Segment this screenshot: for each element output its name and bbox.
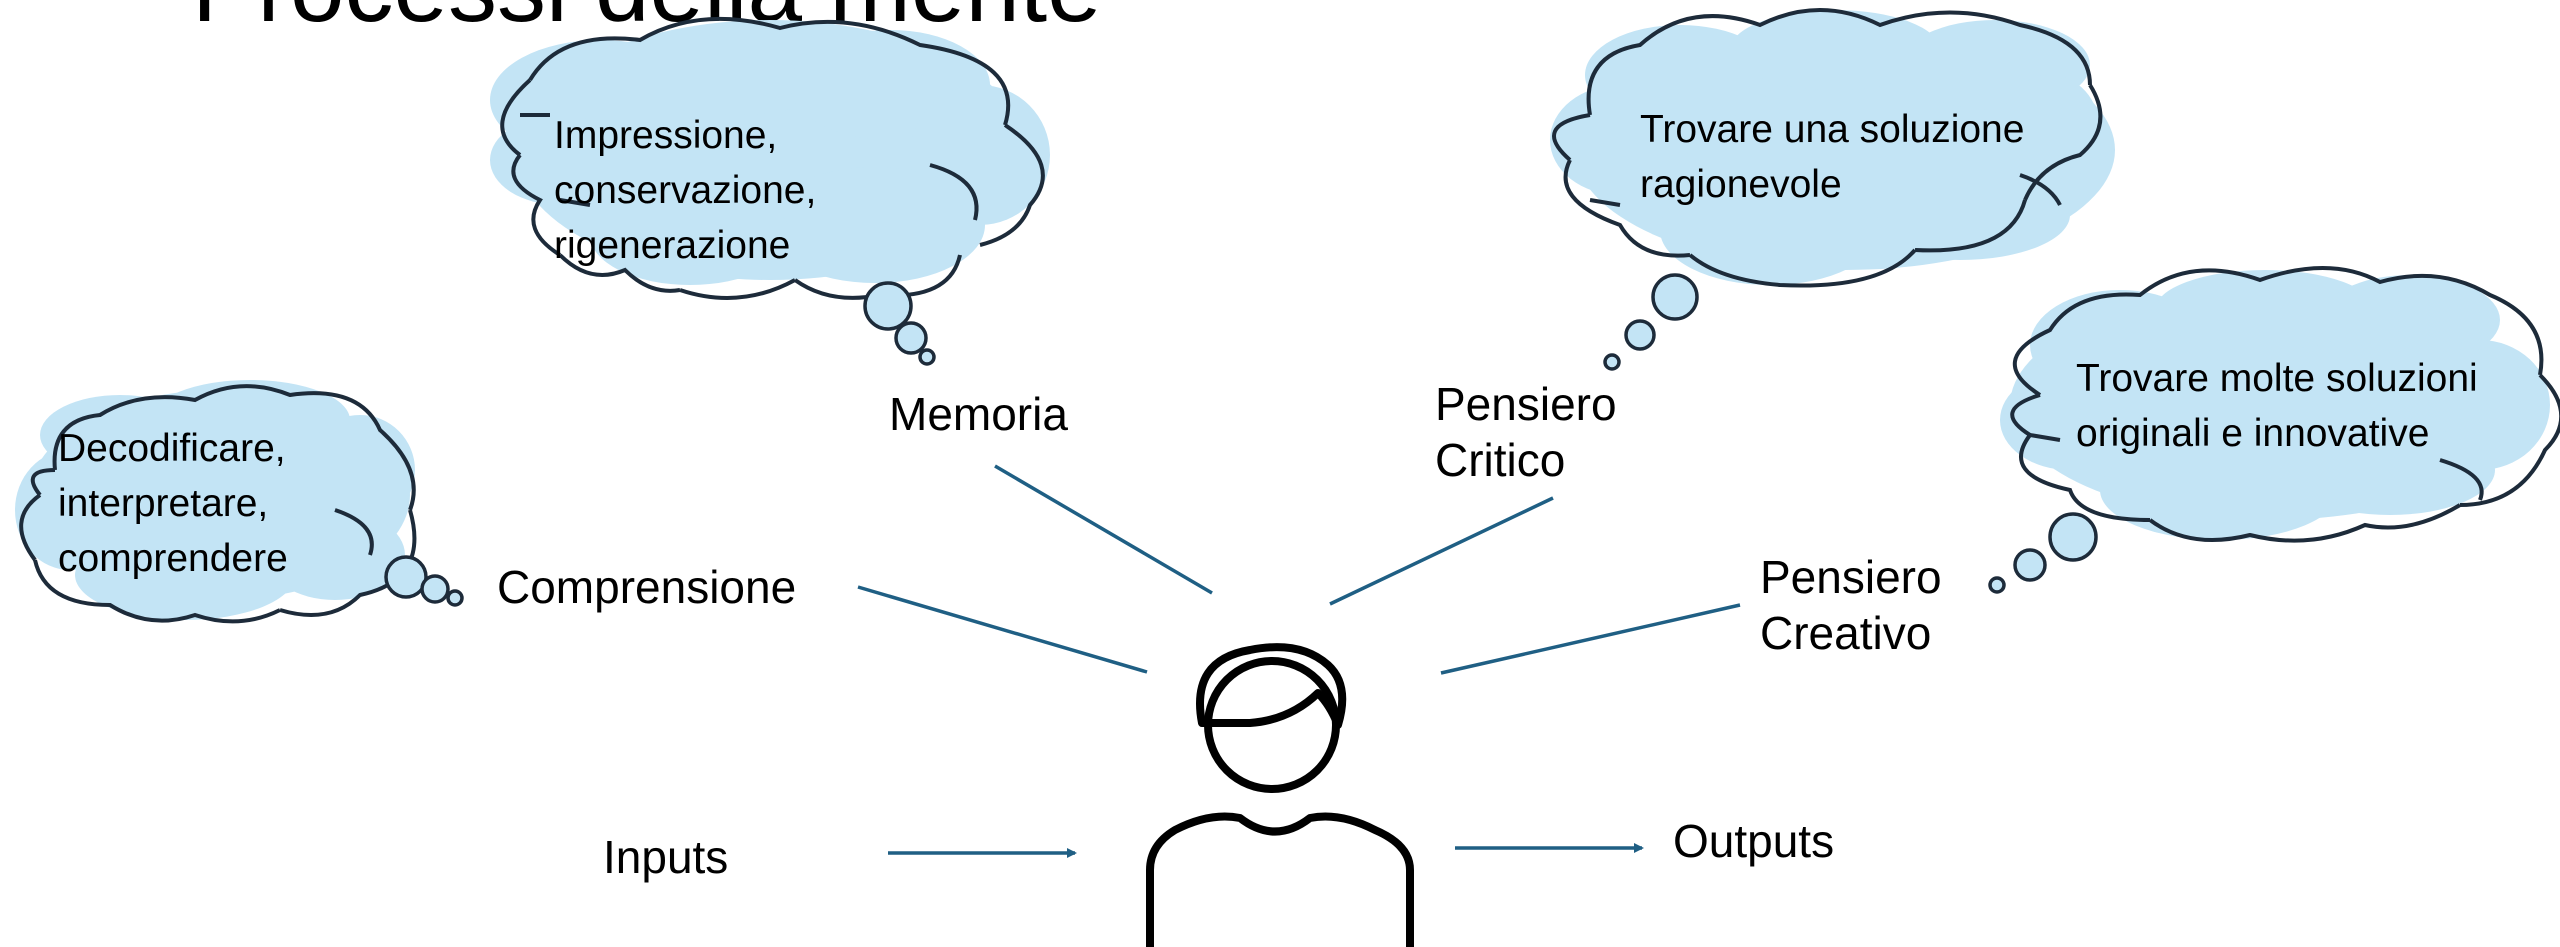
label-pensiero-critico: Pensiero Critico	[1435, 376, 1617, 488]
label-comprensione: Comprensione	[497, 559, 796, 615]
cloud-line: originali e innovative	[2076, 412, 2430, 455]
label-line: Pensiero	[1760, 551, 1942, 603]
person-icon	[1146, 643, 1414, 947]
thought-cloud-pensiero-critico	[1550, 8, 2115, 371]
label-memoria: Memoria	[889, 386, 1068, 442]
label-line: Creativo	[1760, 607, 1932, 659]
label-pensiero-creativo: Pensiero Creativo	[1760, 549, 1942, 661]
cloud-text-memoria: Impressione, conservazione, rigenerazion…	[554, 108, 816, 273]
cloud-text-comprensione: Decodificare, interpretare, comprendere	[58, 421, 288, 586]
page-title: Processi della mente	[192, 0, 1102, 36]
thought-cloud-pensiero-creativo	[1988, 266, 2560, 594]
label-line: Memoria	[889, 388, 1068, 440]
label-line: Critico	[1435, 434, 1566, 486]
cloud-line: Trovare una soluzione	[1640, 108, 2025, 151]
cloud-line: Impressione,	[554, 114, 778, 157]
label-line: Comprensione	[497, 561, 797, 613]
connector-comprensione	[857, 585, 1148, 674]
thought-cloud-memoria	[490, 16, 1050, 366]
cloud-line: Trovare molte soluzioni	[2076, 357, 2478, 400]
cloud-line: interpretare,	[58, 482, 269, 525]
cloud-line: Decodificare,	[58, 427, 286, 470]
connector-lines	[857, 464, 1741, 858]
connector-memoria	[994, 464, 1213, 595]
cloud-line: rigenerazione	[554, 224, 791, 267]
cloud-text-pensiero-creativo: Trovare molte soluzioni originali e inno…	[2076, 351, 2478, 461]
cloud-line: conservazione,	[554, 169, 817, 212]
connector-pensiero-critico	[1329, 496, 1554, 606]
label-outputs: Outputs	[1673, 815, 1835, 867]
connector-pensiero-creativo	[1440, 603, 1741, 675]
label-line: Pensiero	[1435, 378, 1617, 430]
cloud-text-pensiero-critico: Trovare una soluzione ragionevole	[1640, 102, 2024, 212]
cloud-line: ragionevole	[1640, 163, 1842, 206]
thought-cloud-comprensione	[15, 380, 464, 624]
cloud-line: comprendere	[58, 537, 288, 580]
label-inputs: Inputs	[603, 831, 729, 883]
